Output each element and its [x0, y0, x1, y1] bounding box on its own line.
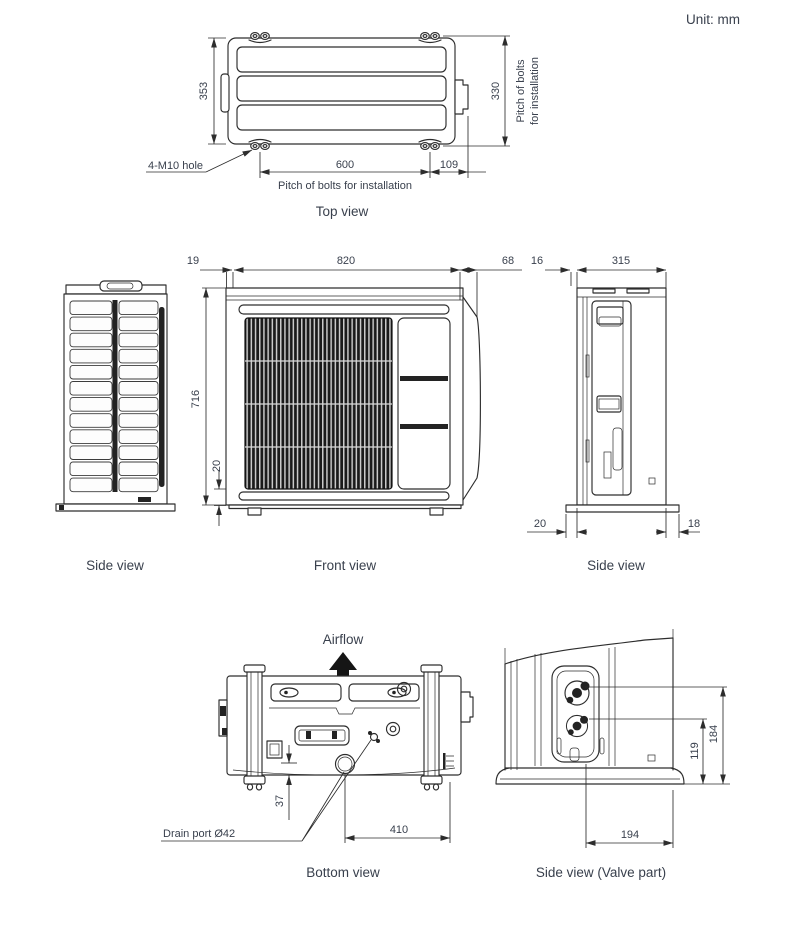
- top-view-valve-cover: [454, 79, 469, 115]
- foot: [429, 507, 444, 516]
- side-view-left: Side view: [55, 280, 176, 573]
- fan-grille: [244, 317, 393, 490]
- louver-center-post: [112, 300, 118, 492]
- side-view-left-caption: Side view: [86, 558, 144, 573]
- service-panel: [397, 317, 451, 490]
- side-edge-strip: [159, 307, 165, 487]
- dim-valve-upper-height: 184: [708, 725, 720, 743]
- dim-front-base-gap: 20: [211, 460, 223, 472]
- top-view-left-handle: [220, 73, 230, 113]
- bottom-view-dimensions: 37 410 Drain port Ø42: [161, 739, 451, 843]
- airflow-label: Airflow: [323, 632, 364, 647]
- top-view-caption: Top view: [316, 204, 369, 219]
- dim-bolt-pitch-depth: 330: [490, 82, 502, 100]
- dim-valve-offset: 194: [621, 829, 639, 841]
- dim-side-depth: 315: [612, 255, 630, 267]
- base-plate: [565, 504, 680, 513]
- bolt-pitch-depth-note-line1: Pitch of bolts: [515, 59, 527, 122]
- service-valve-upper: [564, 680, 591, 706]
- dim-valve-lower-height: 119: [689, 742, 701, 760]
- dim-foot-rear: 18: [688, 518, 700, 530]
- valve-part-body: [495, 629, 685, 785]
- dim-drain-offset-x: 410: [390, 824, 408, 836]
- side-view-right: 20 18 Side view: [527, 287, 700, 573]
- mounting-rail: [420, 664, 443, 791]
- bolt-pitch-depth-note-line2: for installation: [529, 57, 541, 125]
- dim-top-depth: 353: [198, 82, 210, 100]
- dim-foot-front: 20: [534, 518, 546, 530]
- base-flange: [495, 767, 685, 785]
- valve-part-dimensions: 119 184 194: [585, 686, 730, 848]
- side-view-right-dimensions: 20 18: [527, 508, 700, 538]
- unit-note: Unit: mm: [686, 12, 740, 27]
- drain-port-label: Drain port Ø42: [163, 828, 235, 840]
- bottom-view-caption: Bottom view: [306, 865, 380, 880]
- valve-part-view: 119 184 194 Side view (Valve part): [495, 629, 730, 880]
- middle-row-dimensions: 19 820 68 16 315 716 20: [187, 255, 667, 526]
- dim-overhang-right: 68: [502, 255, 514, 267]
- top-view-dimensions: 353 330 Pitch of bolts for installation …: [146, 35, 541, 192]
- bolt-pitch-width-note: Pitch of bolts for installation: [278, 180, 412, 192]
- airflow-arrow-icon: [329, 652, 357, 680]
- front-view: Front view: [225, 287, 481, 573]
- valve-part-view-caption: Side view (Valve part): [536, 865, 666, 880]
- top-view-body: [220, 32, 469, 150]
- dim-overhang-left: 19: [187, 255, 199, 267]
- service-valve-lower: [565, 714, 589, 738]
- dim-bolt-pitch-width: 600: [336, 159, 354, 171]
- top-view: 353 330 Pitch of bolts for installation …: [146, 32, 541, 219]
- dim-bolt-offset-right: 109: [440, 159, 458, 171]
- top-vent-slot: [238, 304, 450, 315]
- side-view-right-caption: Side view: [587, 558, 645, 573]
- cabinet-side-hint: [462, 296, 481, 501]
- base-plate: [55, 503, 176, 512]
- mounting-rail: [243, 664, 266, 791]
- dim-drain-offset-y: 37: [274, 795, 286, 807]
- carry-handle: [99, 280, 143, 292]
- dim-front-height: 716: [190, 390, 202, 408]
- bottom-vent-slot: [238, 491, 450, 501]
- bottom-view-body: [218, 664, 474, 791]
- hole-label: 4-M10 hole: [148, 160, 203, 172]
- dim-overhang-front: 16: [531, 255, 543, 267]
- front-view-caption: Front view: [314, 558, 377, 573]
- valve-cover-panel: [585, 300, 632, 496]
- foot: [247, 507, 262, 516]
- dim-front-width: 820: [337, 255, 355, 267]
- drain-fitting: [368, 731, 380, 743]
- bottom-view: Airflow: [161, 632, 474, 880]
